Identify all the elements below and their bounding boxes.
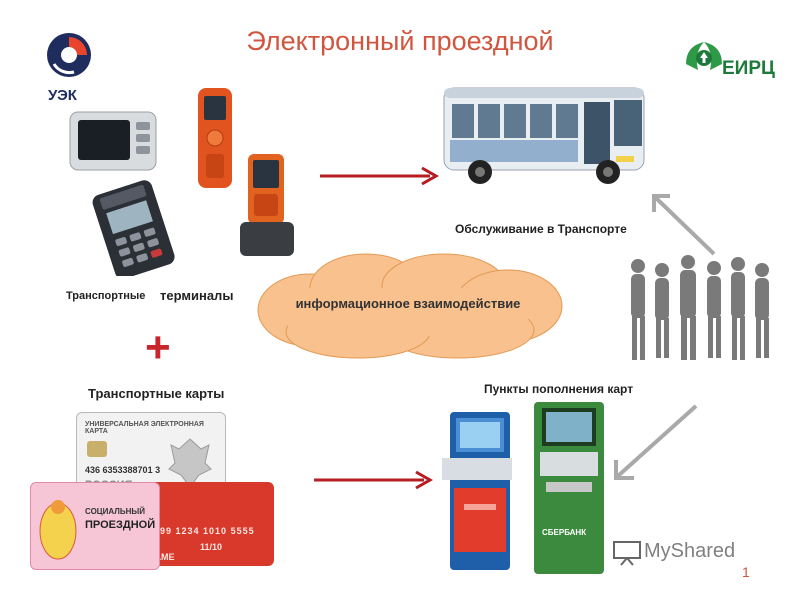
slide-title: Электронный проездной [246, 26, 554, 56]
social-card-figure-icon [39, 500, 77, 560]
eirc-logo-icon [686, 42, 722, 70]
uek-logo: УЭК [44, 30, 94, 104]
payment-kiosk [434, 408, 520, 579]
arrow-gray-up-icon [652, 194, 716, 256]
uek-logo-text: УЭК [48, 87, 77, 104]
pos-terminal-keypad [82, 180, 182, 281]
social-card-line2: ПРОЕЗДНОЙ [85, 519, 156, 531]
bank-card: 4199 1234 1010 5555 11/10 NAME [140, 482, 274, 566]
eirc-logo: ЕИРЦ [680, 34, 790, 84]
social-card-line1: СОЦИАЛЬНЫЙ [85, 507, 145, 516]
arrow-right-bottom-icon [314, 470, 434, 490]
handheld-terminal-dock [236, 150, 300, 265]
cloud-shape [257, 253, 563, 359]
refill-points-label: Пункты пополнения карт [484, 382, 634, 396]
universal-card-number: 436 6353388701 3 [85, 465, 161, 475]
social-pass-card: СОЦИАЛЬНЫЙ ПРОЕЗДНОЙ [30, 482, 160, 570]
card-chip-icon [87, 441, 107, 457]
transport-service-label: Обслуживание в Транспорте [455, 222, 627, 236]
universal-card-header: УНИВЕРСАЛЬНАЯ ЭЛЕКТРОННАЯ КАРТА [85, 421, 204, 435]
bus-image [440, 80, 650, 195]
terminals-label-large: терминалы [160, 288, 234, 303]
arrow-right-top-icon [320, 166, 440, 186]
cards-label: Транспортные карты [88, 386, 225, 401]
watermark-text: MyShared [644, 540, 736, 562]
arrow-gray-down-icon [614, 404, 698, 480]
pos-terminal-tablet [68, 108, 160, 179]
presentation-board-icon [613, 541, 641, 566]
cloud-label: информационное взаимодействие [295, 296, 521, 311]
terminals-label-small: Транспортные [66, 290, 146, 302]
slide-number: 1 [742, 564, 750, 580]
handheld-terminal-orange [192, 84, 238, 197]
bank-card-name: NAME [148, 552, 175, 562]
bank-card-date: 11/10 [200, 542, 223, 552]
atm-brand-text: СБЕРБАНК [542, 528, 587, 537]
plus-sign: + [145, 323, 171, 372]
sberbank-atm: СБЕРБАНК [530, 398, 610, 583]
uek-logo-icon [47, 33, 91, 77]
eirc-logo-text: ЕИРЦ [722, 58, 775, 79]
people-silhouettes-icon [631, 255, 769, 360]
bank-card-number: 4199 1234 1010 5555 [148, 526, 255, 536]
